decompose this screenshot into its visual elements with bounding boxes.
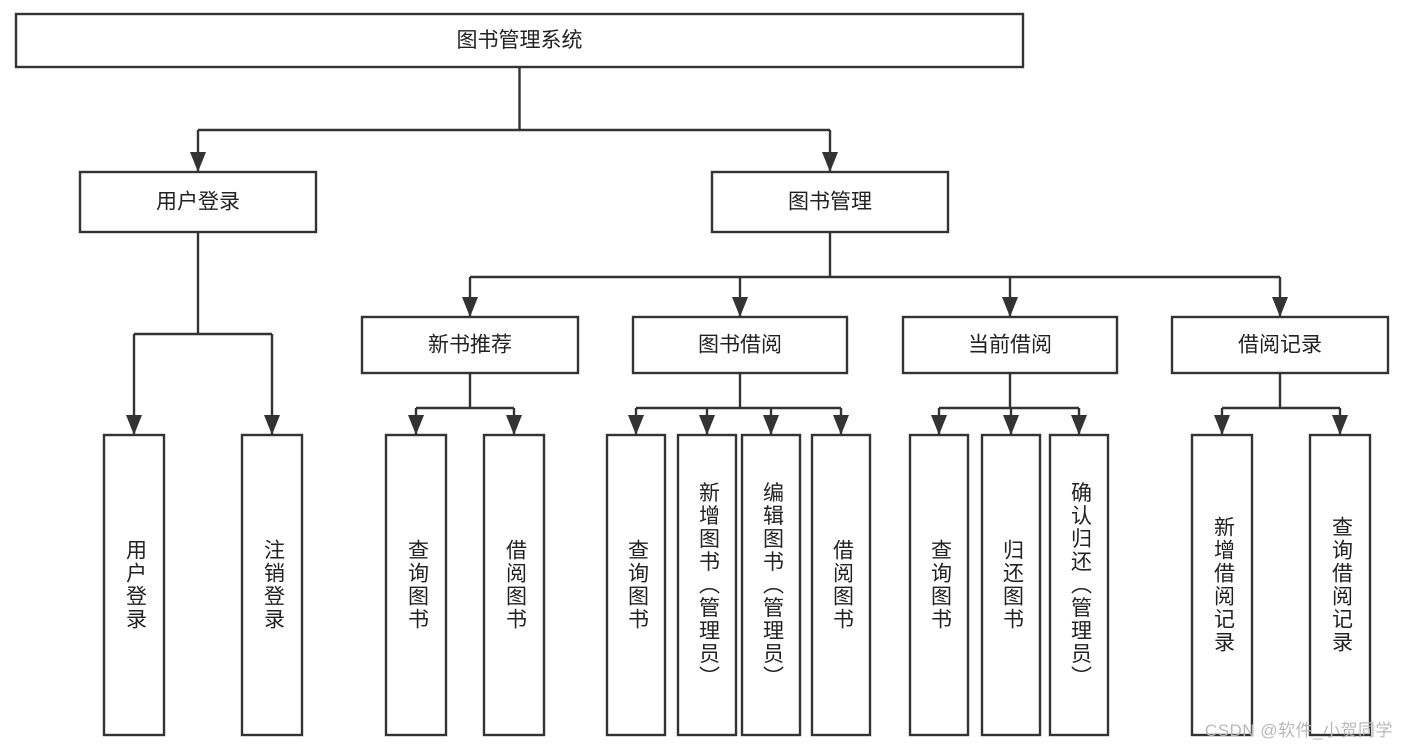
node-user-login[interactable]: 用户登录 bbox=[78, 170, 318, 234]
node-label: 用户登录 bbox=[123, 539, 147, 631]
node-box[interactable] bbox=[1170, 315, 1390, 375]
node-label: 图书借阅 bbox=[698, 334, 782, 357]
node-label: 编辑图书（管理员） bbox=[760, 482, 784, 689]
arrow-head bbox=[763, 415, 779, 435]
node-leaf-edit-book[interactable]: 编辑图书（管理员） bbox=[740, 433, 802, 737]
node-label: 借阅图书 bbox=[830, 539, 854, 631]
node-box[interactable] bbox=[78, 170, 318, 234]
node-label: 新书推荐 bbox=[428, 334, 512, 357]
node-label: 注销登录 bbox=[261, 539, 285, 631]
edge-group-new_book_rec bbox=[408, 373, 522, 435]
node-leaf-confirm-return[interactable]: 确认归还（管理员） bbox=[1048, 433, 1110, 737]
arrow-head bbox=[126, 415, 142, 435]
node-label: 用户登录 bbox=[156, 191, 240, 214]
node-label: 确认归还（管理员） bbox=[1068, 482, 1092, 689]
node-leaf-borrow-book-2[interactable]: 借阅图书 bbox=[810, 433, 872, 737]
node-box[interactable] bbox=[908, 433, 970, 737]
arrow-head bbox=[408, 415, 424, 435]
arrow-head bbox=[1002, 297, 1018, 317]
arrow-head bbox=[1071, 415, 1087, 435]
node-box[interactable] bbox=[102, 433, 166, 737]
arrow-head bbox=[833, 415, 849, 435]
arrow-head bbox=[264, 415, 280, 435]
node-leaf-user-login[interactable]: 用户登录 bbox=[102, 433, 166, 737]
arrow-head bbox=[462, 297, 478, 317]
node-book-manage[interactable]: 图书管理 bbox=[710, 170, 950, 234]
node-leaf-return-book[interactable]: 归还图书 bbox=[980, 433, 1042, 737]
node-label: 查询图书 bbox=[625, 539, 649, 631]
edge-group-current_borrow bbox=[931, 373, 1087, 435]
node-box[interactable] bbox=[482, 433, 546, 737]
node-leaf-query-book-3[interactable]: 查询图书 bbox=[908, 433, 970, 737]
node-box[interactable] bbox=[810, 433, 872, 737]
node-leaf-query-record[interactable]: 查询借阅记录 bbox=[1308, 433, 1372, 737]
node-root[interactable]: 图书管理系统 bbox=[14, 12, 1025, 69]
node-label: 图书管理系统 bbox=[457, 29, 583, 52]
arrow-head bbox=[732, 297, 748, 317]
arrow-head bbox=[190, 152, 206, 172]
node-box[interactable] bbox=[676, 433, 738, 737]
node-new-book-rec[interactable]: 新书推荐 bbox=[360, 315, 580, 375]
edge-group-borrow_record bbox=[1214, 373, 1348, 435]
node-leaf-query-book-1[interactable]: 查询图书 bbox=[384, 433, 448, 737]
node-book-borrow[interactable]: 图书借阅 bbox=[631, 315, 849, 375]
node-label: 新增图书（管理员） bbox=[696, 482, 720, 689]
node-label: 借阅图书 bbox=[503, 539, 527, 631]
node-label: 借阅记录 bbox=[1238, 334, 1322, 357]
arrow-head bbox=[699, 415, 715, 435]
node-box[interactable] bbox=[384, 433, 448, 737]
arrow-head bbox=[628, 415, 644, 435]
node-label: 查询图书 bbox=[928, 539, 952, 631]
node-box[interactable] bbox=[710, 170, 950, 234]
edges-layer bbox=[126, 67, 1348, 435]
arrow-head bbox=[1003, 415, 1019, 435]
node-leaf-borrow-book-1[interactable]: 借阅图书 bbox=[482, 433, 546, 737]
node-label: 查询借阅记录 bbox=[1329, 516, 1353, 654]
node-leaf-logout[interactable]: 注销登录 bbox=[240, 433, 304, 737]
node-box[interactable] bbox=[605, 433, 667, 737]
edge-group-book_borrow bbox=[628, 373, 849, 435]
node-label: 查询图书 bbox=[405, 539, 429, 631]
node-box[interactable] bbox=[901, 315, 1119, 375]
node-box[interactable] bbox=[1308, 433, 1372, 737]
watermark-text: CSDN @软件_小贺同学 bbox=[1204, 721, 1393, 740]
node-box[interactable] bbox=[1048, 433, 1110, 737]
node-box[interactable] bbox=[631, 315, 849, 375]
arrow-head bbox=[1214, 415, 1230, 435]
arrow-head bbox=[1272, 297, 1288, 317]
arrow-head bbox=[506, 415, 522, 435]
node-leaf-query-book-2[interactable]: 查询图书 bbox=[605, 433, 667, 737]
node-borrow-record[interactable]: 借阅记录 bbox=[1170, 315, 1390, 375]
node-label: 图书管理 bbox=[788, 191, 872, 214]
node-leaf-add-record[interactable]: 新增借阅记录 bbox=[1190, 433, 1254, 737]
nodes-layer: 图书管理系统用户登录图书管理新书推荐图书借阅当前借阅借阅记录用户登录注销登录查询… bbox=[14, 12, 1390, 737]
node-box[interactable] bbox=[14, 12, 1025, 69]
node-box[interactable] bbox=[980, 433, 1042, 737]
node-current-borrow[interactable]: 当前借阅 bbox=[901, 315, 1119, 375]
edge-group-user_login bbox=[126, 232, 280, 435]
node-box[interactable] bbox=[1190, 433, 1254, 737]
arrow-head bbox=[1332, 415, 1348, 435]
arrow-head bbox=[822, 152, 838, 172]
node-box[interactable] bbox=[360, 315, 580, 375]
node-label: 归还图书 bbox=[1000, 539, 1024, 631]
node-label: 新增借阅记录 bbox=[1211, 516, 1235, 654]
node-label: 当前借阅 bbox=[968, 334, 1052, 357]
node-leaf-add-book[interactable]: 新增图书（管理员） bbox=[676, 433, 738, 737]
edge-group-book_manage bbox=[462, 232, 1288, 317]
node-box[interactable] bbox=[240, 433, 304, 737]
node-box[interactable] bbox=[740, 433, 802, 737]
edge-group-root bbox=[190, 67, 838, 172]
arrow-head bbox=[931, 415, 947, 435]
